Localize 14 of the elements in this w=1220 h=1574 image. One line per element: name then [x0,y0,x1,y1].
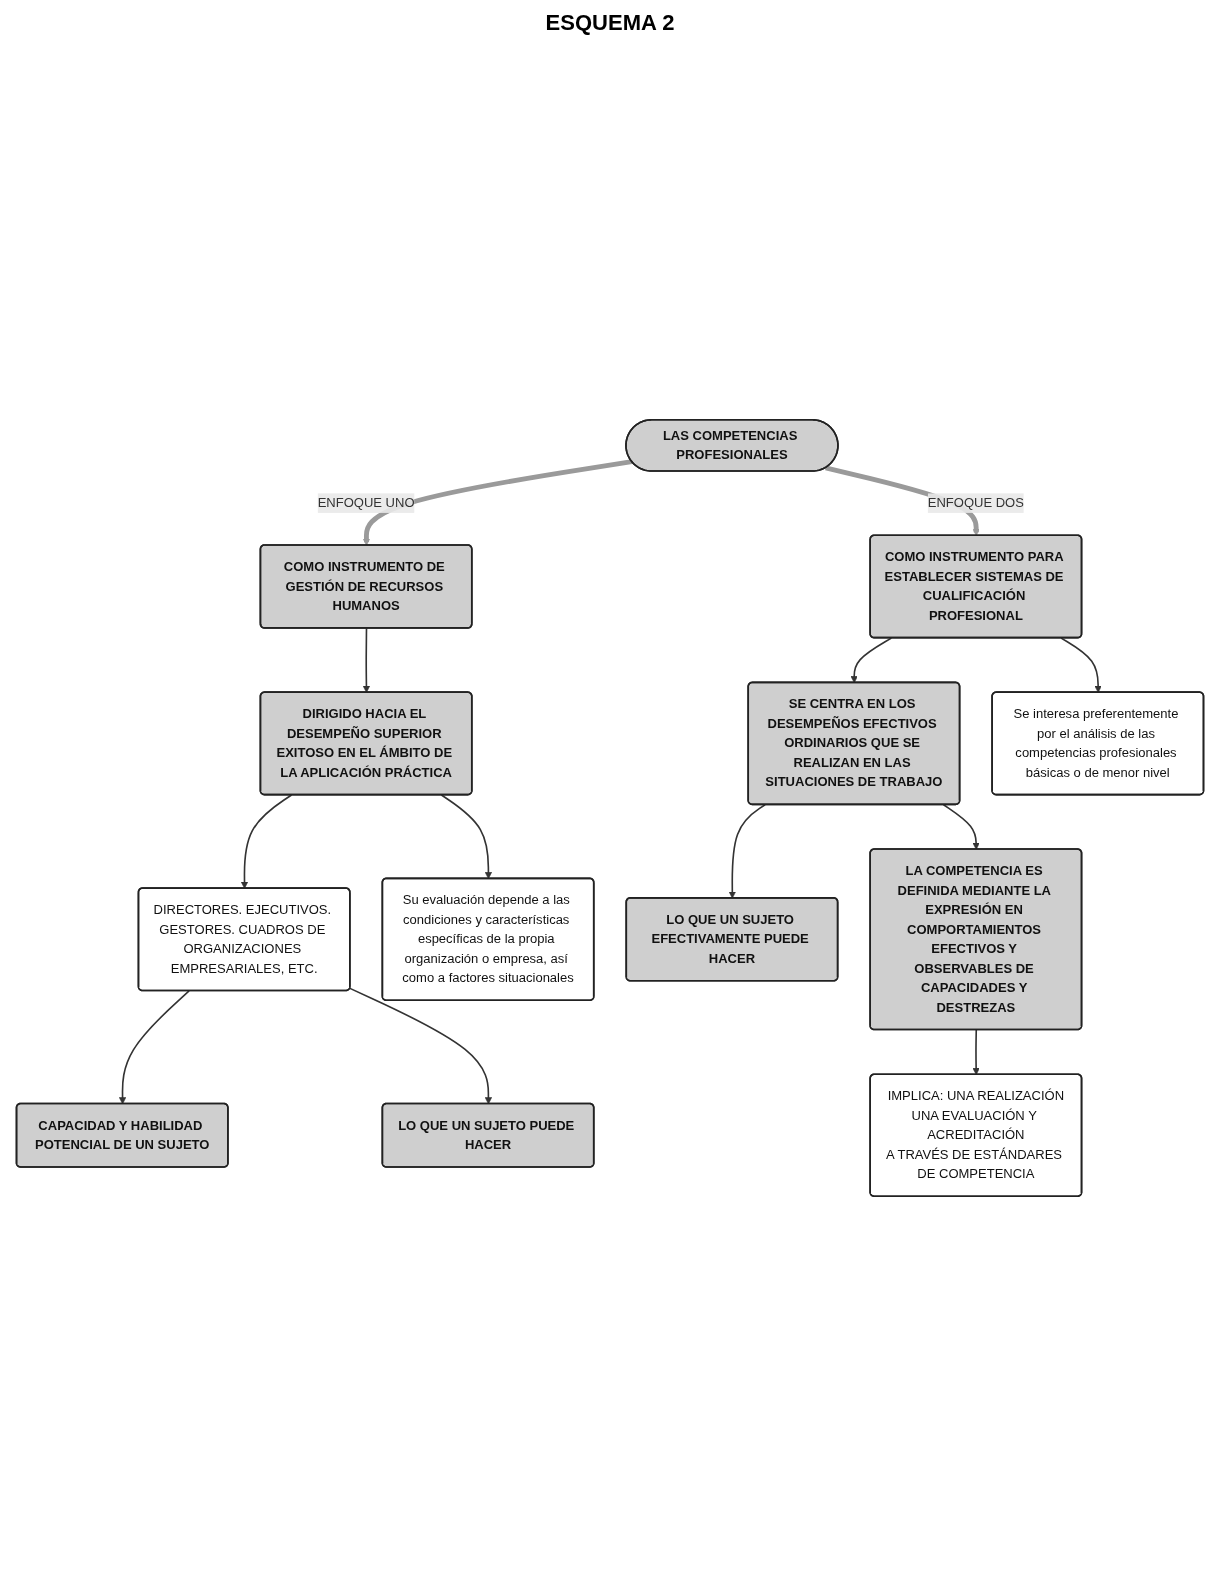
arrow [972,1029,980,1075]
arrow [440,794,492,880]
edge-label: ENFOQUE DOS [927,495,1024,510]
arrow [850,637,893,684]
arrow [349,987,492,1105]
arrow [240,794,293,889]
arrow [362,627,370,693]
arrow [1060,637,1102,693]
arrow [728,803,766,899]
arrow [942,803,980,850]
arrow [118,990,190,1105]
arrow [362,459,633,546]
edge-label: ENFOQUE UNO [317,495,415,510]
diagram-title: ESQUEMA 2 [545,10,675,36]
